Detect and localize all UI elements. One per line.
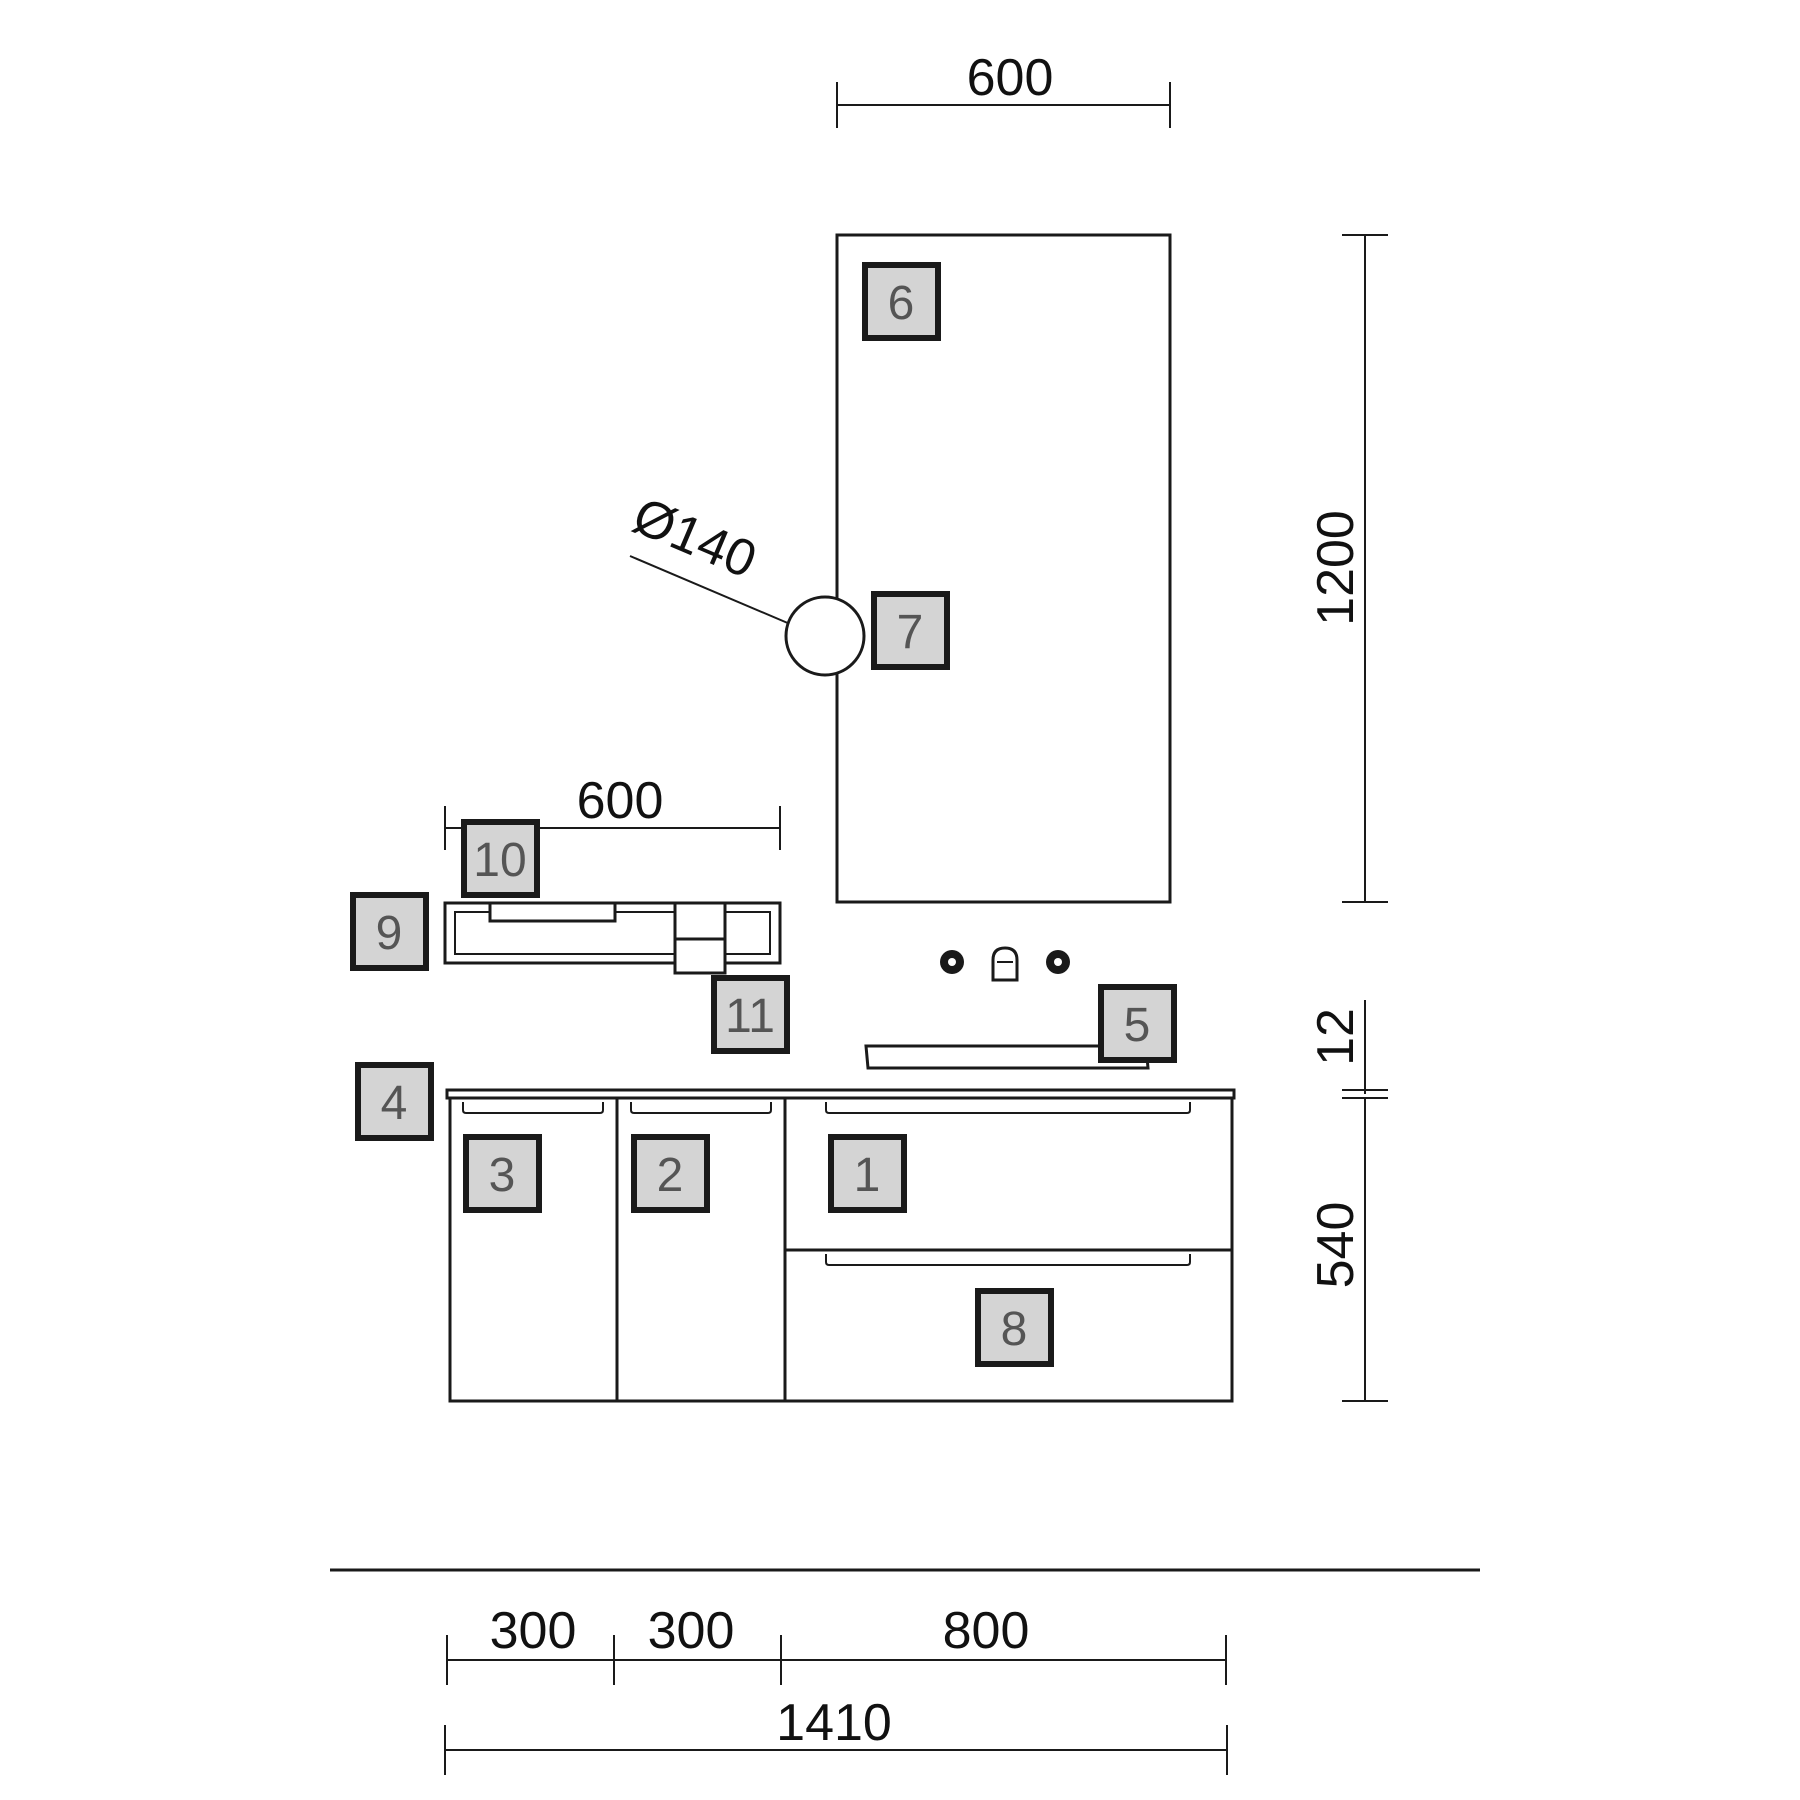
cabinet-height-dimension: 540 [1307,1098,1388,1402]
mirror-height-label: 1200 [1307,510,1365,626]
bottom-middle-label: 300 [648,1602,735,1660]
mirror-width-label: 600 [967,49,1054,107]
shelf-width-label: 600 [577,772,664,830]
svg-text:4: 4 [381,1077,408,1130]
callout-1: 1 [828,1134,907,1213]
cabinet-height-label: 540 [1307,1202,1365,1289]
module-width-dimensions: 300 300 800 [446,1602,1227,1685]
mirror [835,233,1172,904]
callout-11: 11 [711,975,790,1054]
svg-text:1: 1 [854,1149,881,1202]
faucet [940,946,1070,982]
svg-text:6: 6 [888,277,915,330]
svg-text:8: 8 [1001,1303,1028,1356]
callout-2: 2 [631,1134,710,1213]
callout-6: 6 [862,262,941,341]
svg-text:9: 9 [376,907,403,960]
bottom-right-label: 800 [943,1602,1030,1660]
total-width-dimension: 1410 [444,1694,1228,1775]
wall-lamp: Ø140 [625,487,866,677]
svg-text:11: 11 [725,990,775,1043]
callout-8: 8 [975,1288,1054,1367]
svg-text:10: 10 [473,834,526,887]
svg-text:5: 5 [1124,999,1151,1052]
bottom-total-label: 1410 [776,1694,892,1752]
callout-3: 3 [463,1134,542,1213]
top-thickness-dimension: 12 [1307,1000,1388,1099]
callout-4: 4 [355,1062,434,1141]
mirror-height-dimension: 1200 [1307,234,1388,903]
lamp-diameter-label: Ø140 [625,487,765,590]
svg-text:2: 2 [657,1149,684,1202]
bottom-left-label: 300 [490,1602,577,1660]
top-thickness-label: 12 [1307,1008,1365,1066]
svg-text:7: 7 [897,606,924,659]
callout-5: 5 [1098,984,1177,1063]
towel-shelf [443,901,782,975]
svg-text:3: 3 [489,1149,516,1202]
callout-7: 7 [871,591,950,670]
mirror-width-dimension: 600 [836,49,1171,128]
callout-9: 9 [350,892,429,971]
callout-10: 10 [461,819,540,898]
